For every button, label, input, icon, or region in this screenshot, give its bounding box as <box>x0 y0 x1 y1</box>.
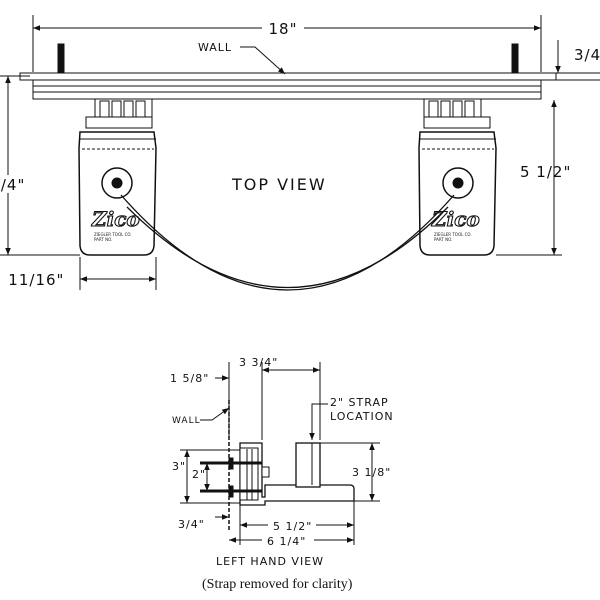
dim-3-3-4-label: 3 3/4" <box>239 356 278 369</box>
wall-leader-side <box>200 407 230 421</box>
bolt-right <box>511 43 519 77</box>
logo-left-sub2: PART NO. <box>94 237 112 242</box>
dim-3-4-label: 3/4" <box>178 518 205 531</box>
strap-post <box>295 442 321 488</box>
bolts-side <box>200 457 270 498</box>
logo-left-sub1: ZIEGLER TOOL CO. <box>94 232 132 237</box>
strap-leader <box>309 403 328 440</box>
logo-left: Zico <box>91 207 140 231</box>
strap-inner <box>126 206 449 288</box>
strap-label-1: 2" STRAP <box>330 396 389 409</box>
wall-rail-body <box>32 79 542 100</box>
dim-bracket-width-label: 2 11/16" <box>0 271 64 289</box>
logo-right-sub1: ZIEGLER TOOL CO. <box>434 232 472 237</box>
logo-right-sub2: PART NO. <box>434 237 452 242</box>
bracket-side-body <box>239 442 355 506</box>
bracket-right: Zico ZIEGLER TOOL CO. PART NO. <box>418 98 497 256</box>
wall-label-top: WALL <box>198 41 232 54</box>
dim-1-5-8-label: 1 5/8" <box>170 372 209 385</box>
wall-leader-top <box>240 46 286 75</box>
dim-depth-label: 5 1/2" <box>520 163 571 181</box>
dim-rail-thickness-label: 3/4" <box>574 46 600 64</box>
bolt-left <box>57 43 65 77</box>
side-view-caption: (Strap removed for clarity) <box>202 577 353 592</box>
dim-2-label: 2" <box>192 468 206 481</box>
bracket-side-inner <box>239 447 259 501</box>
dim-left-height-label: 6 1/4" <box>0 176 25 194</box>
dim-3-label: 3" <box>172 460 186 473</box>
wall-rail-front <box>19 72 557 81</box>
dim-width-label: 18" <box>269 20 298 38</box>
dim-3-1-8-label: 3 1/8" <box>352 466 391 479</box>
strap-outer <box>120 194 455 291</box>
bracket-left: Zico ZIEGLER TOOL CO. PART NO. <box>78 98 157 256</box>
top-view-title: TOP VIEW <box>231 175 327 194</box>
top-view: 18" 3/4" WALL Zico <box>0 15 600 291</box>
side-view: 1 5/8" 3 3/4" WALL 2" STRAP LOCATION <box>170 356 394 592</box>
logo-right: Zico <box>431 207 480 231</box>
side-view-title: LEFT HAND VIEW <box>216 555 324 568</box>
strap-label-2: LOCATION <box>330 410 394 423</box>
wall-label-side: WALL <box>172 416 201 426</box>
dim-5-1-2-label: 5 1/2" <box>273 520 312 533</box>
dim-6-1-4-label: 6 1/4" <box>267 535 306 548</box>
